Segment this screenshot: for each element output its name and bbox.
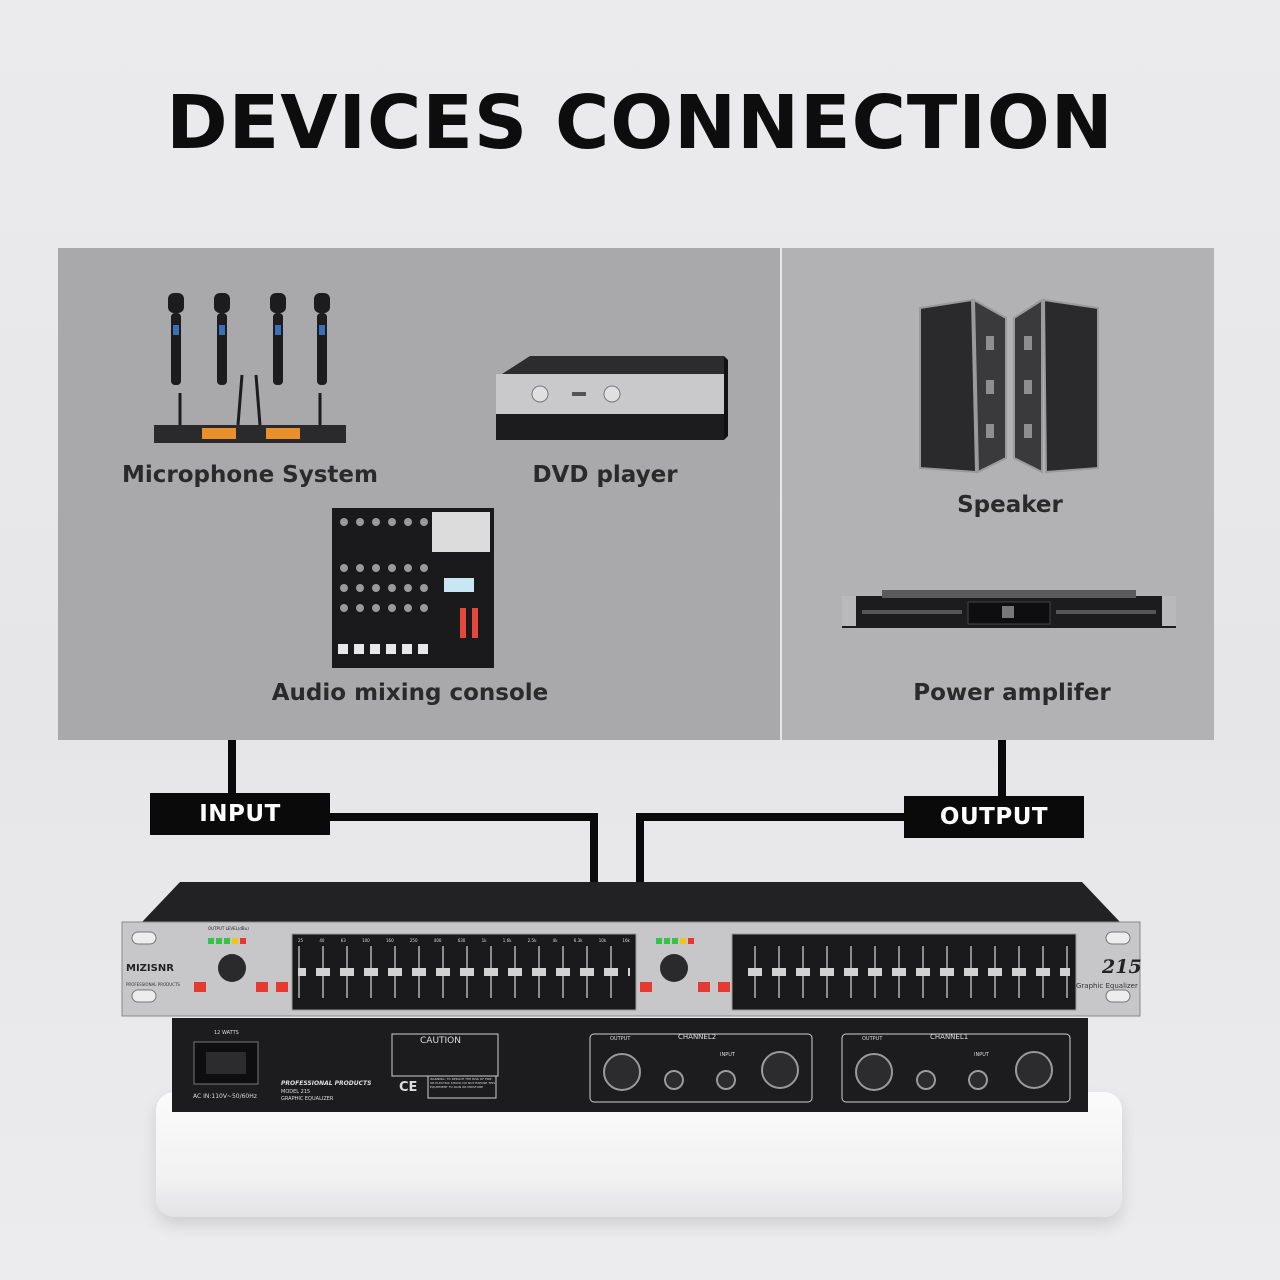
display-pedestal <box>156 1092 1122 1217</box>
speaker-image <box>919 298 1099 474</box>
freq-band: 25 <box>298 938 304 943</box>
rear-model-type: GRAPHIC EQUALIZER <box>281 1096 334 1102</box>
rear-output-ch2: OUTPUT <box>610 1036 631 1042</box>
equalizer-model: 215 <box>1102 956 1142 978</box>
output-connector-horizontal <box>636 813 906 821</box>
input-connector-drop <box>590 813 598 883</box>
dvd-player-image <box>496 356 728 440</box>
freq-band: 1.6k <box>502 938 512 943</box>
equalizer-model-sub: Graphic Equalizer <box>1076 982 1138 990</box>
freq-band: 400 <box>433 938 442 943</box>
rear-ce-mark: CE <box>399 1080 418 1095</box>
rear-watts: 12 WATTS <box>214 1030 239 1036</box>
rear-pro-products: PROFESSIONAL PRODUCTS <box>281 1080 372 1087</box>
freq-band: 100 <box>362 938 370 943</box>
freq-band: 40 <box>319 938 325 943</box>
page-title: DEVICES CONNECTION <box>166 80 1114 166</box>
rear-input-ch1: INPUT <box>974 1052 989 1058</box>
freq-band: 2.5k <box>527 938 537 943</box>
input-connector-horizontal <box>326 813 598 821</box>
rear-output-ch1: OUTPUT <box>862 1036 883 1042</box>
input-connector-vertical <box>228 740 236 796</box>
audio-mixer-label: Audio mixing console <box>271 680 549 706</box>
equalizer-level-label: OUTPUT LEVEL(dBu) <box>208 926 249 931</box>
freq-band: 250 <box>409 938 418 943</box>
freq-band: 63 <box>340 938 346 943</box>
speaker-label: Speaker <box>957 492 1063 518</box>
freq-band: 160 <box>385 938 394 943</box>
output-connector-vertical <box>998 740 1006 798</box>
equalizer-freq-bands-left: 25 40 63 100 160 250 400 630 1k 1.6k 2.5… <box>298 938 630 943</box>
power-amplifier-image <box>842 590 1176 628</box>
freq-band: 4k <box>552 938 558 943</box>
dvd-player-label: DVD player <box>532 462 678 488</box>
freq-band: 16k <box>622 938 630 943</box>
input-tag: INPUT <box>150 793 330 835</box>
power-amplifier-label: Power amplifer <box>913 680 1111 706</box>
rear-input-ch2: INPUT <box>720 1052 735 1058</box>
microphone-system-label: Microphone System <box>122 462 378 488</box>
rear-ac-in: AC IN:110V~50/60Hz <box>193 1093 257 1100</box>
graphic-equalizer-image <box>121 882 1141 1112</box>
rear-channel2: CHANNEL2 <box>678 1033 717 1041</box>
audio-mixer-image <box>332 508 494 668</box>
equalizer-brand-sub: PROFESSIONAL PRODUCTS <box>126 982 180 987</box>
freq-band: 1k <box>481 938 487 943</box>
freq-band: 630 <box>457 938 466 943</box>
equalizer-brand: MIZISNR <box>126 963 174 974</box>
rear-model-line: MODEL 215 <box>281 1089 311 1095</box>
rear-warning: WARNING: TO REDUCE THE RISK OF FIRE OR E… <box>430 1077 496 1089</box>
output-tag: OUTPUT <box>904 796 1084 838</box>
rear-caution: CAUTION <box>420 1036 461 1046</box>
rear-channel1: CHANNEL1 <box>930 1033 969 1041</box>
microphone-system-image <box>154 293 346 443</box>
output-connector-drop <box>636 813 644 883</box>
freq-band: 10k <box>598 938 607 943</box>
freq-band: 6.3k <box>573 938 583 943</box>
